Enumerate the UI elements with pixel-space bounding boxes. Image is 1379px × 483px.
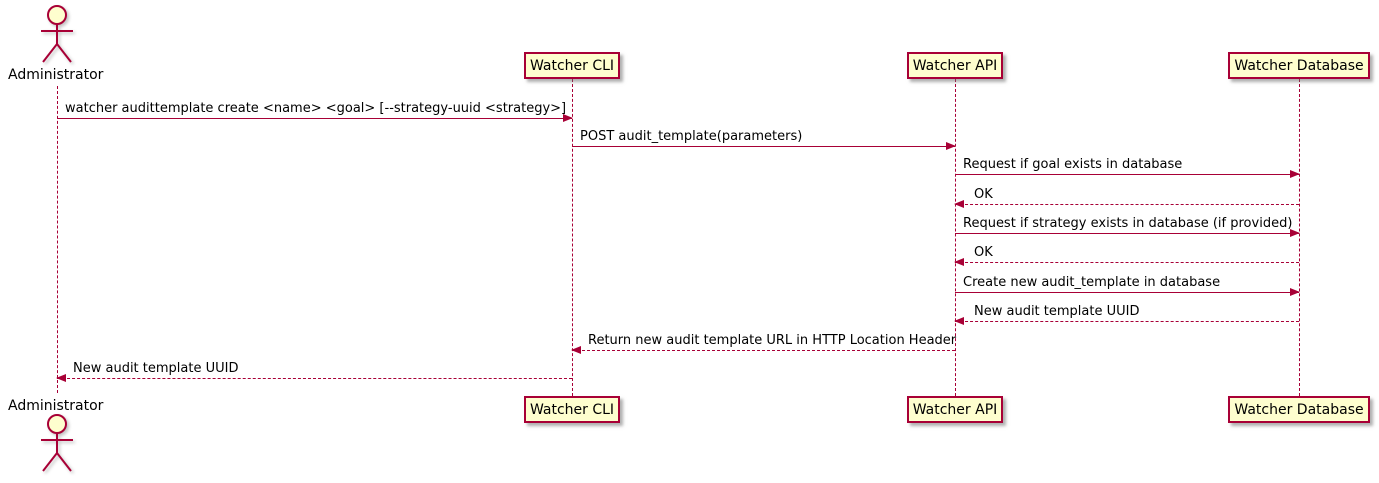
administrator-actor-icon-bottom: [41, 414, 73, 472]
message-10-label: New audit template UUID: [73, 361, 239, 376]
message-3-arrow: [955, 170, 1300, 178]
message-4-arrow: [954, 200, 1299, 208]
participant-watcher-api-top: Watcher API: [907, 52, 1003, 79]
message-5-label: Request if strategy exists in database (…: [963, 216, 1293, 231]
lifeline-watcher-api: [955, 79, 956, 396]
lifeline-administrator: [57, 86, 58, 393]
participant-watcher-cli-top: Watcher CLI: [524, 52, 620, 79]
lifeline-watcher-cli: [572, 79, 573, 396]
message-6-label: OK: [974, 245, 993, 260]
administrator-actor-icon: [41, 5, 73, 63]
message-8-arrow: [954, 317, 1299, 325]
message-2-arrow: [572, 142, 956, 150]
message-2-label: POST audit_template(parameters): [580, 129, 803, 144]
message-8-label: New audit template UUID: [974, 304, 1140, 319]
message-1-arrow: [57, 114, 573, 122]
message-5-arrow: [955, 229, 1300, 237]
message-3-label: Request if goal exists in database: [963, 157, 1183, 172]
participant-watcher-api-bottom: Watcher API: [907, 396, 1003, 423]
lifeline-watcher-database: [1299, 79, 1300, 396]
participant-watcher-cli-bottom: Watcher CLI: [524, 396, 620, 423]
administrator-label-top: Administrator: [8, 67, 104, 83]
message-4-label: OK: [974, 187, 993, 202]
message-1-label: watcher audittemplate create <name> <goa…: [65, 101, 567, 116]
participant-watcher-database-bottom: Watcher Database: [1228, 396, 1370, 423]
message-10-arrow: [56, 374, 572, 382]
message-9-arrow: [571, 346, 955, 354]
administrator-label-bottom: Administrator: [8, 398, 104, 414]
message-9-label: Return new audit template URL in HTTP Lo…: [588, 333, 957, 348]
participant-watcher-database-top: Watcher Database: [1228, 52, 1370, 79]
message-7-arrow: [955, 288, 1300, 296]
message-7-label: Create new audit_template in database: [963, 275, 1221, 290]
message-6-arrow: [954, 258, 1299, 266]
